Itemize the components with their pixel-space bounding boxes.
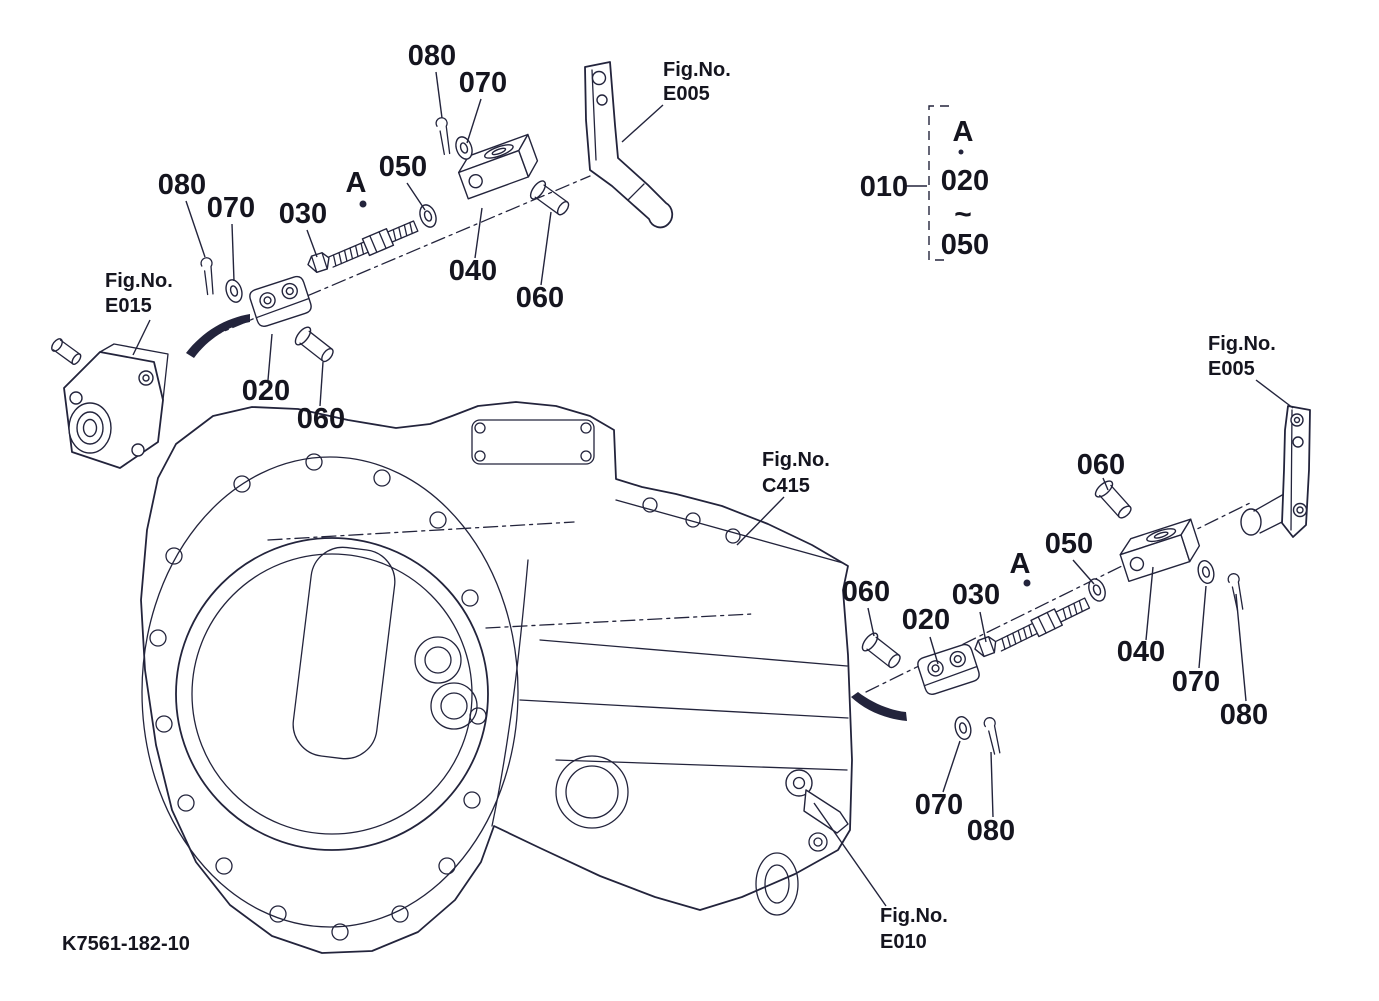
callout-left-cotter-top: 080 (408, 40, 456, 72)
drawing-number: K7561-182-10 (62, 933, 190, 955)
bell-opening-outer (175, 537, 489, 851)
callout-right-clevis: 040 (1117, 636, 1165, 668)
legend-range-start: 020 (941, 165, 989, 197)
figref-e015-prefix: Fig.No. (105, 270, 173, 292)
part-060-pin-lever-right (1092, 477, 1136, 523)
legend-group-id: 010 (860, 171, 908, 203)
figref-e005-top-prefix: Fig.No. (663, 59, 731, 81)
legend-range-tilde: ~ (954, 198, 972, 231)
left-linkage (51, 61, 674, 469)
figref-e005-right-code: E005 (1208, 358, 1255, 380)
callout-left-pin-outer: 060 (516, 282, 564, 314)
top-cover (471, 419, 595, 465)
callout-right-joint: 020 (902, 604, 950, 636)
callout-right-point-a: A (1010, 548, 1031, 580)
callout-right-cotter-joint: 080 (967, 815, 1015, 847)
part-050-washer-left (416, 201, 440, 231)
figref-e005-top-code: E005 (663, 83, 710, 105)
callout-right-washer-outer: 070 (1172, 666, 1220, 698)
callout-right-nut: 030 (952, 579, 1000, 611)
part-070-washer-outer-right (1195, 558, 1217, 586)
bell-flange-inner-contour (141, 456, 519, 928)
part-060-pin-joint-left (291, 323, 338, 367)
part-070-washer-joint-right (952, 714, 974, 742)
legend-range-end: 050 (941, 229, 989, 261)
transmission-housing (140, 401, 853, 954)
part-e010-lever (785, 769, 849, 852)
legend-point-ref: A (953, 116, 974, 148)
part-080-cotter-top (429, 116, 458, 157)
flange-bolt-holes (149, 453, 487, 941)
figref-e005-right-prefix: Fig.No. (1208, 333, 1276, 355)
interior-centerlines (267, 521, 753, 629)
part-080-cotter-outer-right (1222, 572, 1250, 612)
case-ribs (414, 497, 849, 916)
part-040-clevis-right (1115, 518, 1204, 583)
labels: 080 070 Fig.No. E005 050 A 030 070 080 F… (62, 40, 1276, 955)
bell-opening-inner (191, 553, 473, 835)
left-linkage-axis (207, 175, 591, 339)
figref-c415-prefix: Fig.No. (762, 449, 830, 471)
leader-lines (132, 71, 1294, 907)
part-threaded-rod-left (328, 220, 419, 268)
callout-left-washer-top: 070 (459, 67, 507, 99)
part-e005-lever-right (1240, 405, 1311, 538)
part-080-cotter-joint-right (979, 716, 1006, 756)
right-linkage (851, 405, 1311, 756)
legend-bracket (906, 105, 964, 261)
callout-right-pin-joint: 060 (842, 576, 890, 608)
callout-left-joint: 020 (242, 375, 290, 407)
part-e005-lever-top (584, 61, 674, 229)
part-threaded-rod-right (995, 597, 1091, 652)
part-e015-bracket (51, 338, 169, 469)
callout-left-point-a: A (346, 167, 367, 199)
figref-c415-code: C415 (762, 475, 810, 497)
callout-left-rod-washer: 050 (379, 151, 427, 183)
point-a-dot-right (1023, 579, 1031, 587)
part-060-pin-outer-left (527, 177, 574, 220)
part-washer-mid (222, 277, 246, 305)
callout-left-washer-mid: 070 (207, 192, 255, 224)
callout-left-clevis: 040 (449, 255, 497, 287)
callout-right-cotter-outer: 080 (1220, 699, 1268, 731)
motion-arrow-left (186, 314, 250, 358)
callout-left-pin-joint: 060 (297, 403, 345, 435)
motion-arrow-right (851, 692, 907, 721)
figref-e015-code: E015 (105, 295, 152, 317)
figref-e010-code: E010 (880, 931, 927, 953)
callout-right-washer-joint: 070 (915, 789, 963, 821)
part-020-joint-left (247, 273, 314, 329)
part-050-washer-right (1085, 575, 1109, 605)
point-a-dot-left (359, 200, 367, 208)
figref-e010-prefix: Fig.No. (880, 905, 948, 927)
clutch-window (292, 546, 396, 760)
callout-left-nut: 030 (279, 198, 327, 230)
callout-left-cotter-mid: 080 (158, 169, 206, 201)
callout-right-rod-washer: 050 (1045, 528, 1093, 560)
callout-right-pin-lever: 060 (1077, 449, 1125, 481)
part-cotter-pin-mid (192, 255, 223, 297)
legend-point-dot (958, 149, 964, 155)
part-020-joint-right (915, 641, 982, 697)
part-030-nut-left (305, 250, 333, 275)
part-060-pin-joint-right (858, 629, 905, 673)
